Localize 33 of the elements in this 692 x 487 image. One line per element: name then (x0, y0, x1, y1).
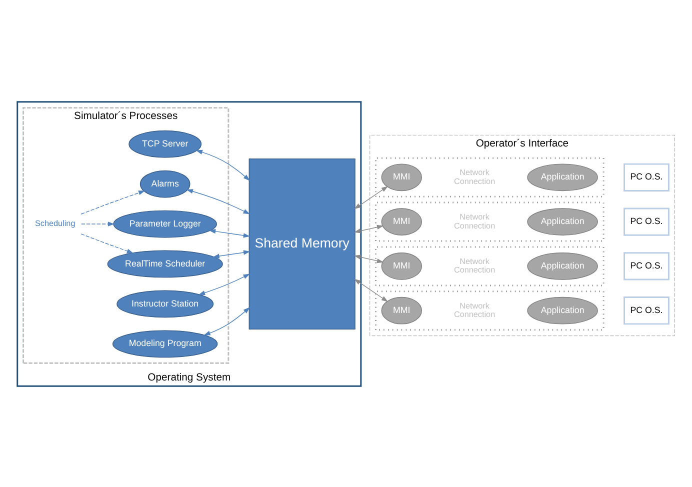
arrow (186, 188, 250, 214)
node-ellipse: Application (527, 296, 598, 324)
node-ellipse: Application (527, 252, 598, 280)
arrow (354, 278, 388, 302)
node-text: Scheduling (35, 218, 76, 228)
cluster (375, 290, 604, 330)
node-box: Shared Memory (248, 158, 356, 329)
node-ellipse: Application (527, 163, 598, 191)
arrow (354, 254, 384, 263)
node-ellipse: MMI (381, 208, 422, 235)
label: Network Connection (454, 168, 496, 186)
node-box: PC O.S. (624, 162, 670, 191)
node-ellipse: Alarms (140, 170, 190, 198)
arrow (208, 228, 250, 238)
arrow (212, 250, 250, 258)
arrow (80, 221, 115, 226)
node-ellipse: Application (527, 208, 598, 235)
arrow (80, 190, 146, 214)
arrow (80, 233, 134, 253)
label: Network Connection (454, 300, 496, 319)
node-box: PC O.S. (624, 252, 670, 280)
arrow (354, 224, 384, 233)
label: Network Connection (454, 212, 496, 230)
node-box: PC O.S. (624, 296, 670, 324)
arrow (354, 186, 388, 209)
arrow (196, 149, 250, 180)
arrow (198, 273, 250, 295)
node-box: PC O.S. (624, 207, 670, 236)
cluster (375, 156, 604, 197)
node-ellipse: MMI (381, 252, 422, 280)
label: Network Connection (454, 256, 496, 274)
arrow (204, 306, 250, 335)
node-ellipse: RealTime Scheduler (107, 250, 223, 278)
